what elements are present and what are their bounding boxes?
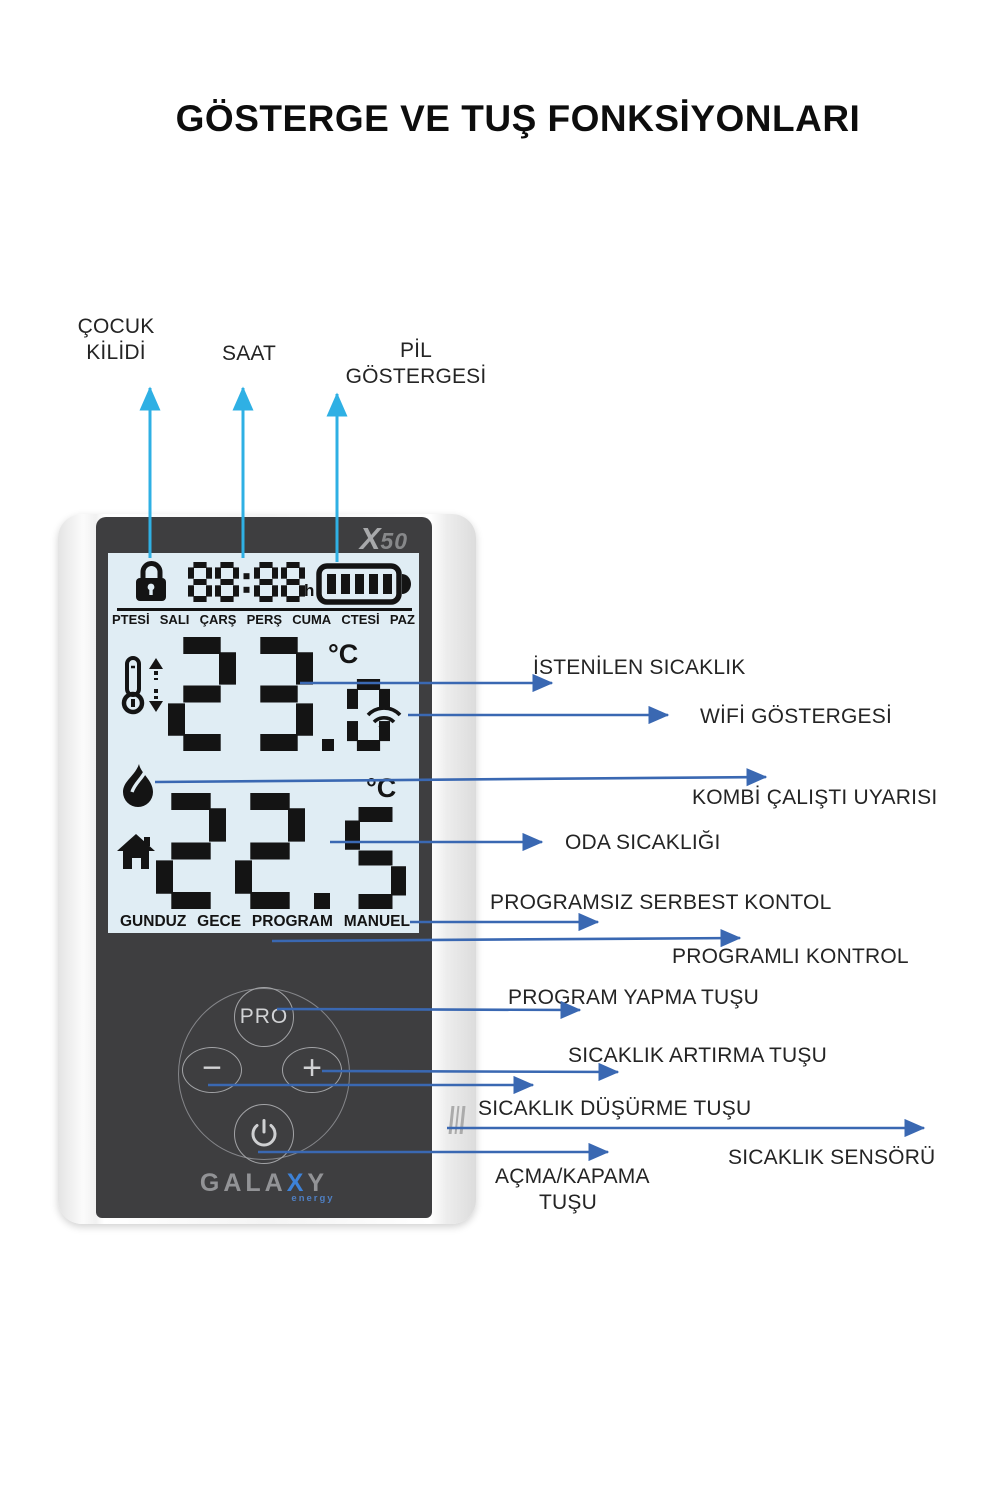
plus-button[interactable]: + <box>282 1047 342 1093</box>
set-temp-unit: °C <box>328 639 359 669</box>
callout-battery-line2: GÖSTERGESİ <box>345 365 487 389</box>
mode-gunduz: GUNDUZ <box>120 913 187 930</box>
flame-icon <box>123 764 153 807</box>
model-logo: X50 <box>360 521 408 557</box>
callout-temp-up: SICAKLIK ARTIRMA TUŞU <box>568 1044 827 1067</box>
callout-free-control: PROGRAMSIZ SERBEST KONTOL <box>490 891 832 914</box>
callout-power-button: AÇMA/KAPAMA TUŞU <box>495 1164 650 1217</box>
callout-boiler-warning: KOMBİ ÇALIŞTI UYARISI <box>692 786 938 809</box>
pro-button[interactable]: PRO <box>234 987 294 1047</box>
callout-temp-down: SICAKLIK DÜŞÜRME TUŞU <box>478 1097 752 1120</box>
mode-manuel: MANUEL <box>343 913 410 930</box>
day-cars: ÇARŞ <box>199 612 237 627</box>
callout-temp-sensor: SICAKLIK SENSÖRÜ <box>728 1146 936 1169</box>
lcd-divider <box>117 608 412 611</box>
thermostat-device: X50 h <box>58 514 476 1224</box>
minus-button[interactable]: − <box>182 1047 242 1093</box>
brand-logo: GALAXY energy <box>96 1169 432 1204</box>
day-ptesi: PTESİ <box>112 612 150 627</box>
lock-icon <box>136 561 166 601</box>
lcd-screen: h PTESİ SALI ÇARŞ PERŞ <box>108 553 419 933</box>
brand-sub: energy <box>291 1193 335 1204</box>
lcd-set-temp <box>168 637 390 751</box>
brand-x: X <box>286 1169 308 1197</box>
thermometer-icon <box>121 656 163 715</box>
model-logo-x: X <box>359 521 381 556</box>
power-button[interactable] <box>234 1104 294 1164</box>
day-ctesi: CTESİ <box>341 612 380 627</box>
lcd-room-temp <box>156 793 406 909</box>
callout-battery: PİL GÖSTERGESİ <box>342 338 490 391</box>
callout-power-line1: AÇMA/KAPAMA <box>495 1165 650 1188</box>
battery-icon <box>316 563 411 605</box>
home-icon <box>117 834 155 869</box>
wifi-icon <box>366 706 402 736</box>
power-icon <box>251 1119 277 1147</box>
brand-pre: GALA <box>199 1169 287 1197</box>
callout-power-line2: TUŞU <box>539 1191 597 1215</box>
page-title: GÖSTERGE VE TUŞ FONKSİYONLARI <box>175 98 861 139</box>
brand-post: Y <box>307 1169 329 1197</box>
callout-child-lock: ÇOCUK KİLİDİ <box>60 314 172 367</box>
day-pers: PERŞ <box>246 612 283 627</box>
callout-desired-temp: İSTENİLEN SICAKLIK <box>533 656 746 679</box>
callout-clock: SAAT <box>222 342 277 365</box>
model-logo-num: 50 <box>380 528 408 554</box>
mode-gece: GECE <box>197 913 242 930</box>
lcd-time <box>188 562 305 602</box>
callout-programmed-control: PROGRAMLI KONTROL <box>672 945 909 968</box>
callout-program-button: PROGRAM YAPMA TUŞU <box>508 986 759 1009</box>
day-sali: SALI <box>159 612 190 627</box>
day-paz: PAZ <box>389 612 415 627</box>
callout-wifi: WİFİ GÖSTERGESİ <box>700 705 893 728</box>
device-front-panel: X50 h <box>96 517 432 1218</box>
callout-child-lock-line1: ÇOCUK <box>77 315 155 338</box>
mode-program: PROGRAM <box>251 913 333 930</box>
lcd-modes-row: GUNDUZ GECE PROGRAM MANUEL <box>120 913 410 931</box>
lcd-days-row: PTESİ SALI ÇARŞ PERŞ CUMA CTESİ PAZ <box>112 612 415 627</box>
callout-child-lock-line2: KİLİDİ <box>86 341 146 365</box>
callout-battery-line1: PİL <box>399 339 433 362</box>
room-temp-unit: °C <box>366 773 397 803</box>
callout-room-temp: ODA SICAKLIĞI <box>565 831 721 854</box>
lcd-time-unit: h <box>304 581 315 600</box>
day-cuma: CUMA <box>292 612 332 627</box>
